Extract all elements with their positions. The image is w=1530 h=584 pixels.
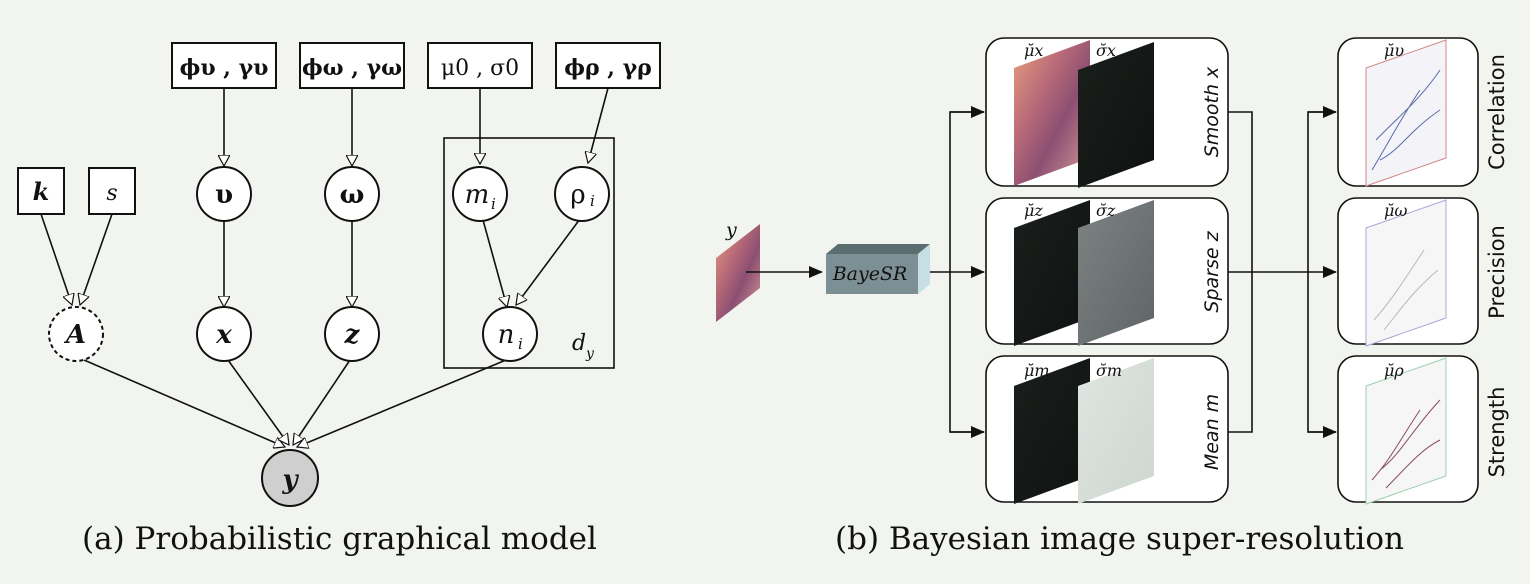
sigma-z-label: σ̆z	[1096, 201, 1116, 220]
plate	[443, 137, 615, 369]
smooth-x-label: Smooth x	[1201, 66, 1223, 157]
middle-row-mean-m: μ̆m σ̆m Mean m	[985, 355, 1229, 504]
node-z: z	[324, 306, 380, 362]
sigma-m-image	[1078, 358, 1154, 504]
sparse-z-label: Sparse z	[1201, 230, 1223, 312]
output-row-correlation: μ̆υ Correlation	[1337, 37, 1509, 187]
strength-label: Strength	[1485, 387, 1509, 478]
sigma-x-image	[1078, 42, 1154, 188]
node-A-label: A	[63, 320, 86, 350]
hyper-box-rho-label: ϕρ , γρ	[564, 55, 651, 81]
node-omega-label: ω	[340, 180, 365, 210]
node-upsilon-label: υ	[215, 180, 233, 210]
sigma-x-label: σ̆x	[1096, 41, 1116, 60]
middle-row-sparse-z: μ̆z σ̆z Sparse z	[985, 197, 1229, 346]
node-A: A	[48, 306, 104, 362]
node-y-observed: y	[261, 449, 319, 507]
input-label: y	[725, 219, 737, 241]
mu-upsilon-label: μ̆υ	[1384, 41, 1404, 60]
sigma-m-label: σ̆m	[1096, 361, 1122, 380]
sigma-z-image	[1078, 200, 1154, 346]
mu-omega-label: μ̆ω	[1384, 201, 1407, 220]
node-rho-sub: i	[590, 192, 595, 210]
mu-m-image	[1014, 358, 1090, 504]
caption-b: (b) Bayesian image super-resolution	[835, 521, 1404, 557]
mu-rho-label: μ̆ρ	[1384, 361, 1404, 380]
input-box-s: s	[88, 167, 136, 215]
node-y-label: y	[281, 465, 299, 495]
mu-z-image	[1014, 200, 1090, 346]
node-rho: ρ i	[554, 166, 610, 222]
model-edges	[40, 87, 609, 447]
hyper-box-mu-label: μ0 , σ0	[441, 56, 519, 81]
mu-x-image	[1014, 40, 1090, 186]
node-n-label: n	[498, 320, 515, 350]
node-rho-label: ρ	[570, 180, 585, 210]
node-x-label: x	[215, 320, 232, 350]
hyper-box-omega-label: ϕω , γω	[302, 55, 402, 81]
mu-m-label: μ̆m	[1024, 361, 1050, 380]
mu-x-label: μ̆x	[1024, 41, 1043, 60]
bayesr-block: BayeSR	[826, 244, 930, 294]
mu-omega-image	[1365, 199, 1447, 347]
input-box-k-label: k	[33, 177, 50, 206]
panel-b-super-resolution: y BayeSR μ̆x σ̆x	[716, 37, 1509, 557]
input-image-thumbnail	[716, 224, 760, 322]
middle-row-smooth-x: μ̆x σ̆x Smooth x	[985, 37, 1229, 188]
node-n: n i	[482, 306, 538, 362]
node-x: x	[196, 306, 252, 362]
flow-arrows	[746, 106, 1337, 438]
plate-label: d	[572, 331, 586, 356]
node-z-label: z	[344, 320, 361, 350]
output-row-strength: μ̆ρ Strength	[1337, 355, 1509, 505]
panel-a-graphical-model: ϕυ , γυ ϕω , γω μ0 , σ0 ϕρ , γρ k s d y	[17, 42, 661, 557]
input-box-k: k	[17, 167, 65, 215]
node-upsilon: υ	[196, 166, 252, 222]
hyper-box-mu: μ0 , σ0	[427, 42, 533, 89]
hyper-box-omega: ϕω , γω	[299, 42, 405, 89]
node-m: m i	[452, 166, 508, 222]
input-box-s-label: s	[106, 181, 117, 206]
node-omega: ω	[324, 166, 380, 222]
node-m-label: m	[465, 180, 490, 210]
plate-label-sub: y	[585, 346, 595, 362]
hyper-box-upsilon: ϕυ , γυ	[171, 42, 277, 89]
precision-label: Precision	[1485, 225, 1509, 319]
node-m-sub: i	[491, 195, 496, 213]
output-row-precision: μ̆ω Precision	[1337, 197, 1509, 347]
mean-m-label: Mean m	[1201, 394, 1223, 470]
hyper-box-upsilon-label: ϕυ , γυ	[180, 55, 269, 81]
bayesr-label: BayeSR	[832, 263, 908, 285]
node-n-sub: i	[518, 335, 523, 353]
correlation-label: Correlation	[1485, 54, 1509, 170]
mu-z-label: μ̆z	[1024, 201, 1043, 220]
caption-a: (a) Probabilistic graphical model	[82, 521, 597, 557]
hyper-box-rho: ϕρ , γρ	[555, 42, 661, 89]
